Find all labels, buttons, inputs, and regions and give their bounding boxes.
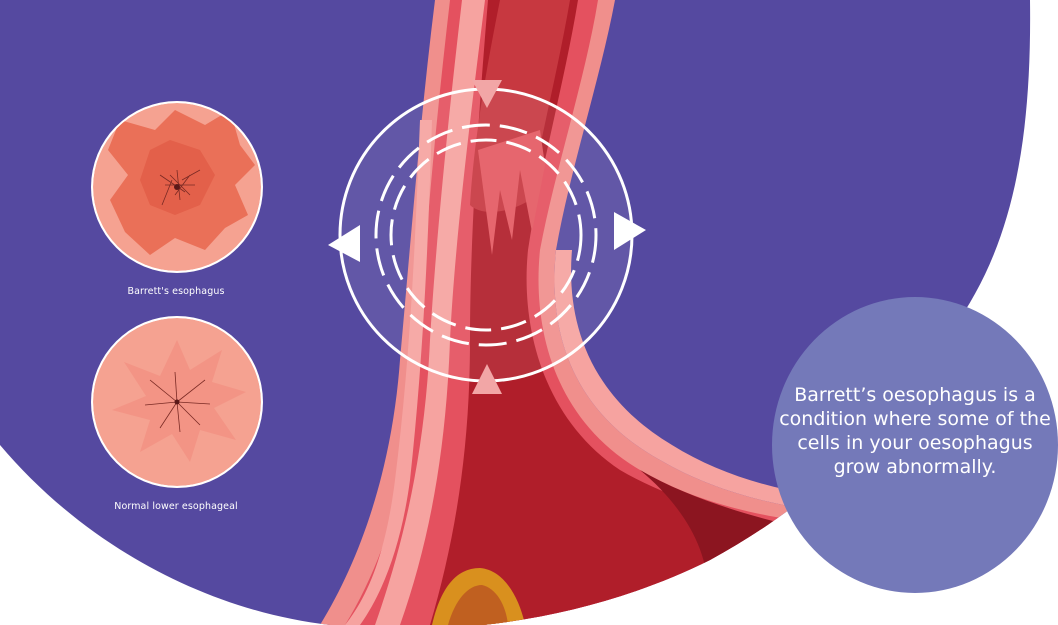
barretts-lens <box>91 101 263 273</box>
barretts-esophagus-label: Barrett's esophagus <box>76 286 276 297</box>
normal-lens <box>91 316 263 488</box>
normal-esophageal-label: Normal lower esophageal <box>76 501 276 512</box>
info-callout-text: Barrett’s oesophagus is a condition wher… <box>772 383 1058 479</box>
zoom-lens <box>340 89 632 381</box>
